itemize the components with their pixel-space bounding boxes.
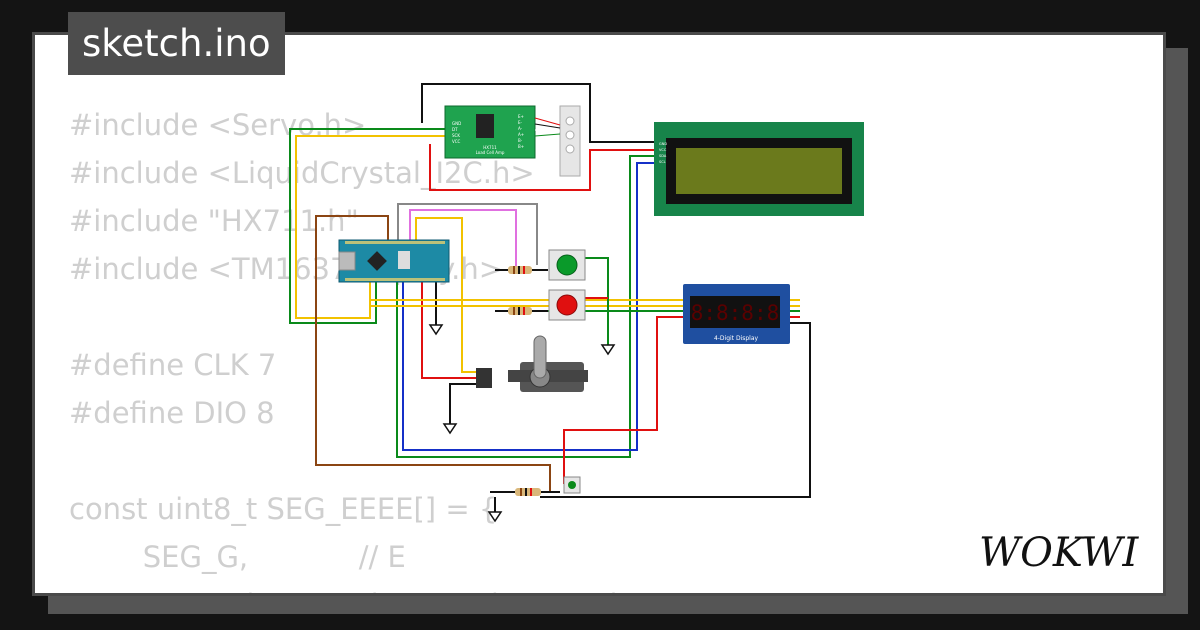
wire-blue-lcd-scl: [402, 162, 660, 451]
hx711-pin-label: VCC: [452, 139, 461, 144]
resistor[interactable]: [508, 266, 532, 274]
code-line: SEG_A | SEG_D | SEG_E | SEG_F | SEG_G, /…: [69, 587, 836, 593]
green-push-button[interactable]: [548, 249, 586, 281]
ground-icon: [442, 423, 458, 435]
hx711-pin-label: E+: [518, 114, 524, 119]
wire-brown-button: [315, 215, 551, 492]
wire-green-green-button: [585, 257, 609, 345]
lcd-display[interactable]: GND VCC SDA SCL: [654, 122, 864, 216]
wire-green-hx711: [289, 128, 445, 324]
tm1637-digits: 8:8:8:8: [691, 301, 780, 325]
hx711-label: HX711: [483, 145, 497, 150]
preview-card: #include <Servo.h> #include <LiquidCryst…: [32, 32, 1166, 596]
wire-black-display: [540, 322, 811, 498]
servo-motor[interactable]: [476, 335, 588, 392]
hx711-pin-label: B-: [518, 138, 523, 143]
ground-icon: [487, 511, 503, 523]
wire-black-servo: [449, 383, 478, 424]
hx711-pin-label: A-: [518, 126, 523, 131]
ground-icon: [428, 324, 444, 336]
hx711-pin-label: SCK: [452, 133, 460, 138]
wire-orange-servo: [415, 217, 478, 373]
file-title: sketch.ino: [68, 12, 285, 75]
wokwi-logo-icon: WOKWI: [979, 530, 1139, 576]
wire-green-lcd-sda: [396, 155, 660, 458]
arduino-nano[interactable]: [338, 239, 450, 283]
code-line: #define CLK 7: [69, 348, 277, 382]
tm1637-display[interactable]: 8:8:8:8 4-Digit Display: [683, 284, 790, 344]
wire-gray-button: [397, 203, 538, 265]
ground-symbols: [428, 324, 616, 523]
tm1637-label: 4-Digit Display: [714, 335, 759, 342]
wire-black-hx711-lcd: [421, 83, 660, 143]
wire-red-lcd-vcc: [429, 144, 660, 191]
lcd-pin-label: SCL: [659, 160, 666, 164]
hx711-module[interactable]: HX711 Load Cell Amp GND DT SCK VCC E+ E-…: [444, 105, 581, 177]
hx711-sublabel: Load Cell Amp: [476, 150, 505, 155]
ground-icon: [600, 344, 616, 356]
hx711-pin-label: GND: [452, 121, 461, 126]
code-line: #include "HX711.h": [69, 204, 359, 238]
lcd-pin-label: SDA: [659, 154, 667, 158]
red-push-button[interactable]: [548, 289, 586, 321]
wire-red-servo: [421, 282, 478, 379]
hx711-pin-label: DT: [452, 127, 458, 132]
wire-pink-button: [409, 209, 517, 270]
hx711-pin-label: E-: [518, 120, 523, 125]
small-green-button[interactable]: [563, 476, 581, 494]
load-cell[interactable]: [559, 105, 581, 177]
code-line: SEG_G, // E: [69, 540, 406, 574]
hx711-pin-label: A+: [518, 132, 524, 137]
hx711-pin-label: B+: [518, 144, 524, 149]
resistor[interactable]: [508, 307, 532, 315]
code-line: #define DIO 8: [69, 396, 275, 430]
brand-text: WOKWI: [979, 530, 1139, 576]
resistor[interactable]: [515, 488, 541, 496]
code-line: #include <LiquidCrystal_I2C.h>: [69, 156, 535, 190]
lcd-pin-label: VCC: [659, 148, 667, 152]
lcd-pin-label: GND: [659, 142, 667, 146]
wires: [289, 83, 811, 512]
